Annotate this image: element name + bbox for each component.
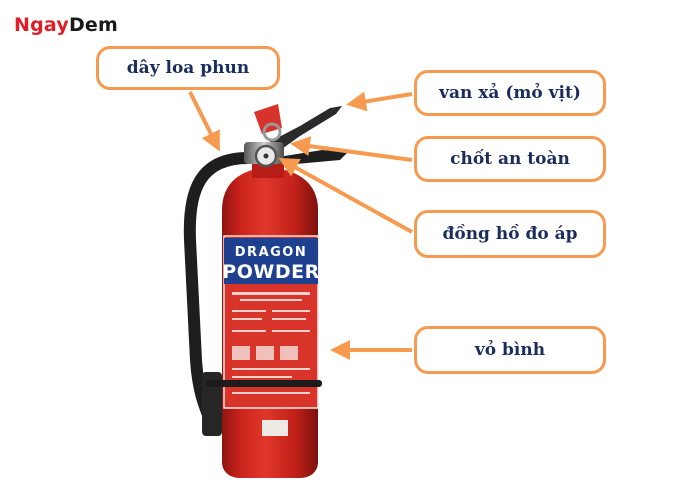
arrow-gauge	[278, 158, 413, 234]
label-safety-pin: chốt an toàn	[414, 136, 606, 182]
hose-nozzle	[202, 372, 222, 436]
safety-pin-ring	[262, 122, 282, 142]
sticker	[262, 420, 288, 436]
logo-text-dem: Dem	[68, 14, 118, 36]
label-band	[224, 238, 318, 284]
brand-logo: NgayDem	[14, 14, 118, 36]
label-type-text: POWDER	[222, 261, 319, 283]
safety-tag	[254, 104, 282, 134]
label-small-print	[232, 292, 310, 394]
logo-text-ngay: Ngay	[14, 14, 69, 36]
label-hose: dây loa phun	[96, 46, 280, 90]
label-discharge-valve: van xả (mỏ vịt)	[414, 70, 606, 116]
mount-strap	[206, 380, 322, 387]
arrow-valve	[346, 91, 413, 112]
label-shell: vỏ bình	[414, 326, 606, 374]
arrow-pin	[290, 136, 413, 162]
label-pressure-gauge: đồng hồ đo áp	[414, 210, 606, 258]
label-brand-text: DRAGON	[235, 245, 307, 260]
gauge-center	[263, 153, 269, 159]
arrow-hose	[188, 91, 220, 152]
